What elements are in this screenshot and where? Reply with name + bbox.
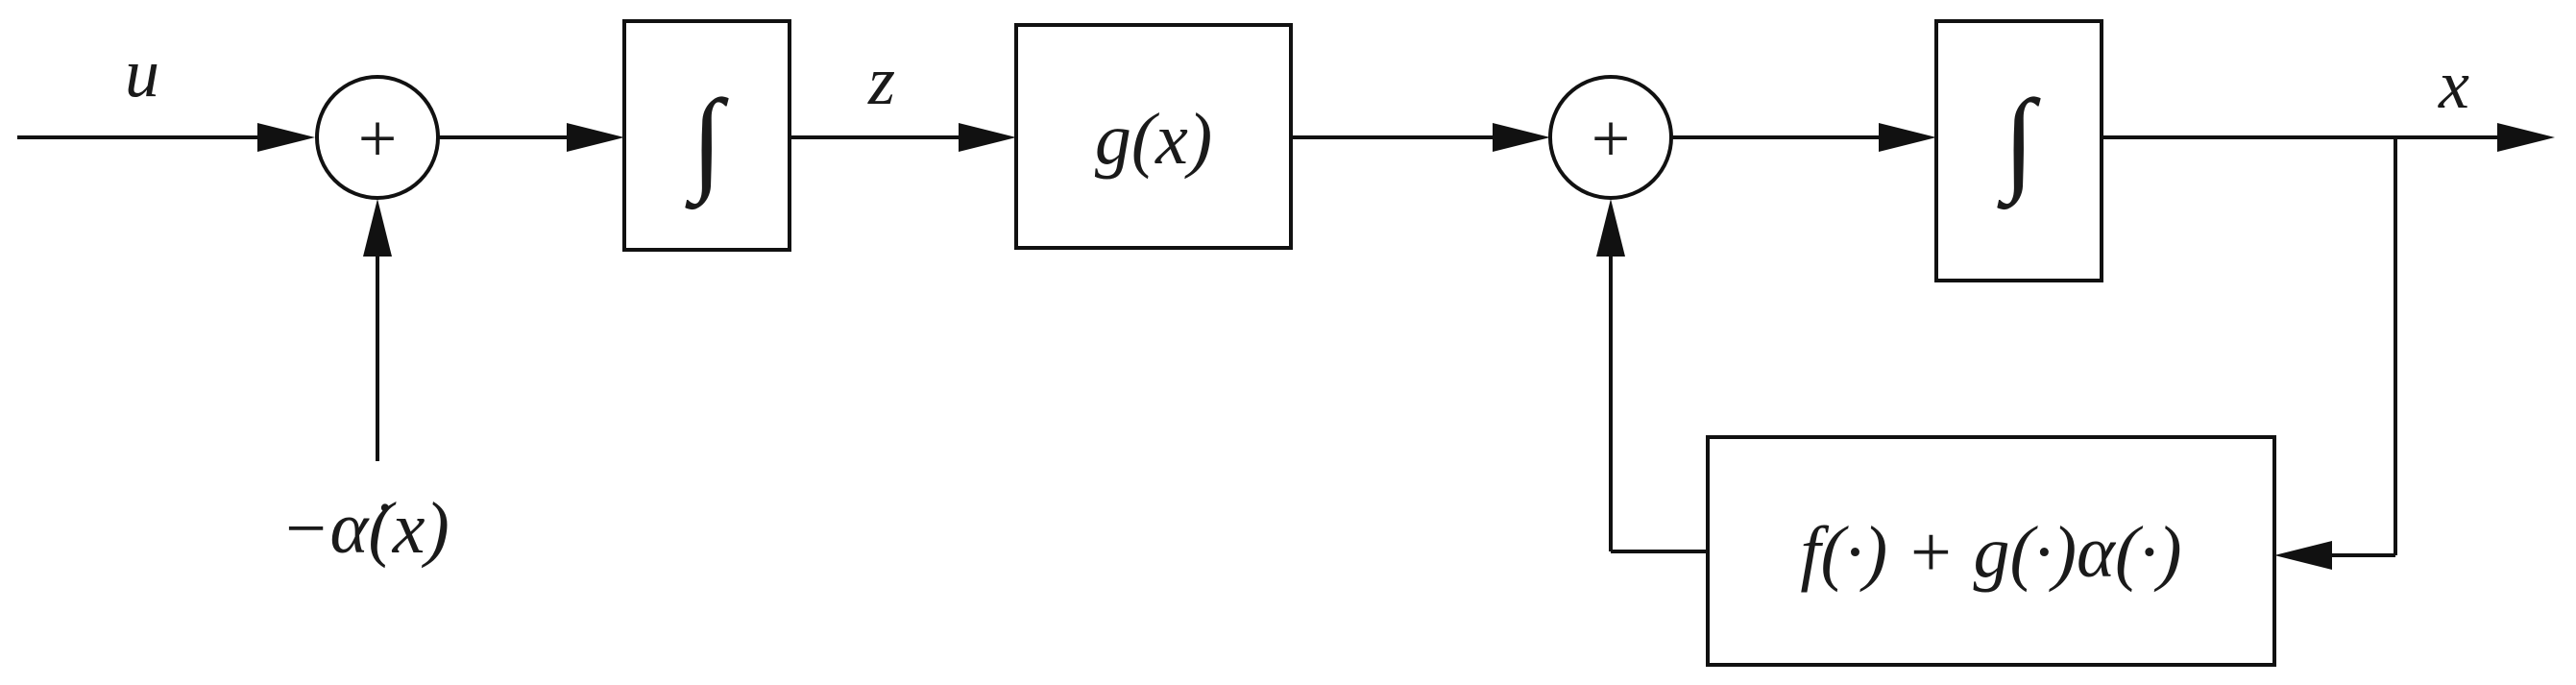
gain-block-label: g(x) [1095,99,1212,180]
arrowhead-output [2497,123,2555,152]
integrator-1-block [622,19,791,252]
arrowhead-feedback-sum2 [1596,199,1625,257]
arrowhead-gain [959,123,1016,152]
integrator-1-symbol: ∫ [685,76,730,210]
arrowhead-disturbance [363,199,392,257]
arrowhead-integrator1 [567,123,624,152]
integrator-2-symbol: ∫ [1997,76,2042,210]
sum-2-plus: + [1592,100,1631,177]
feedback-block-label: f(·) + g(·)α(·) [1800,512,2181,593]
sum-1-plus: + [358,100,398,177]
signal-label-disturbance: −α̇(x) [280,488,450,569]
signal-label-u: u [125,35,159,111]
integrator-2-block [1934,19,2103,282]
signal-label-x: x [2438,46,2469,123]
arrowhead-input [257,123,315,152]
gain-block [1014,23,1293,250]
arrowhead-sum2 [1493,123,1550,152]
signal-label-z: z [867,42,895,119]
arrowhead-integrator2 [1879,123,1936,152]
arrowhead-feedback-block [2274,541,2332,570]
feedback-block [1706,435,2276,667]
